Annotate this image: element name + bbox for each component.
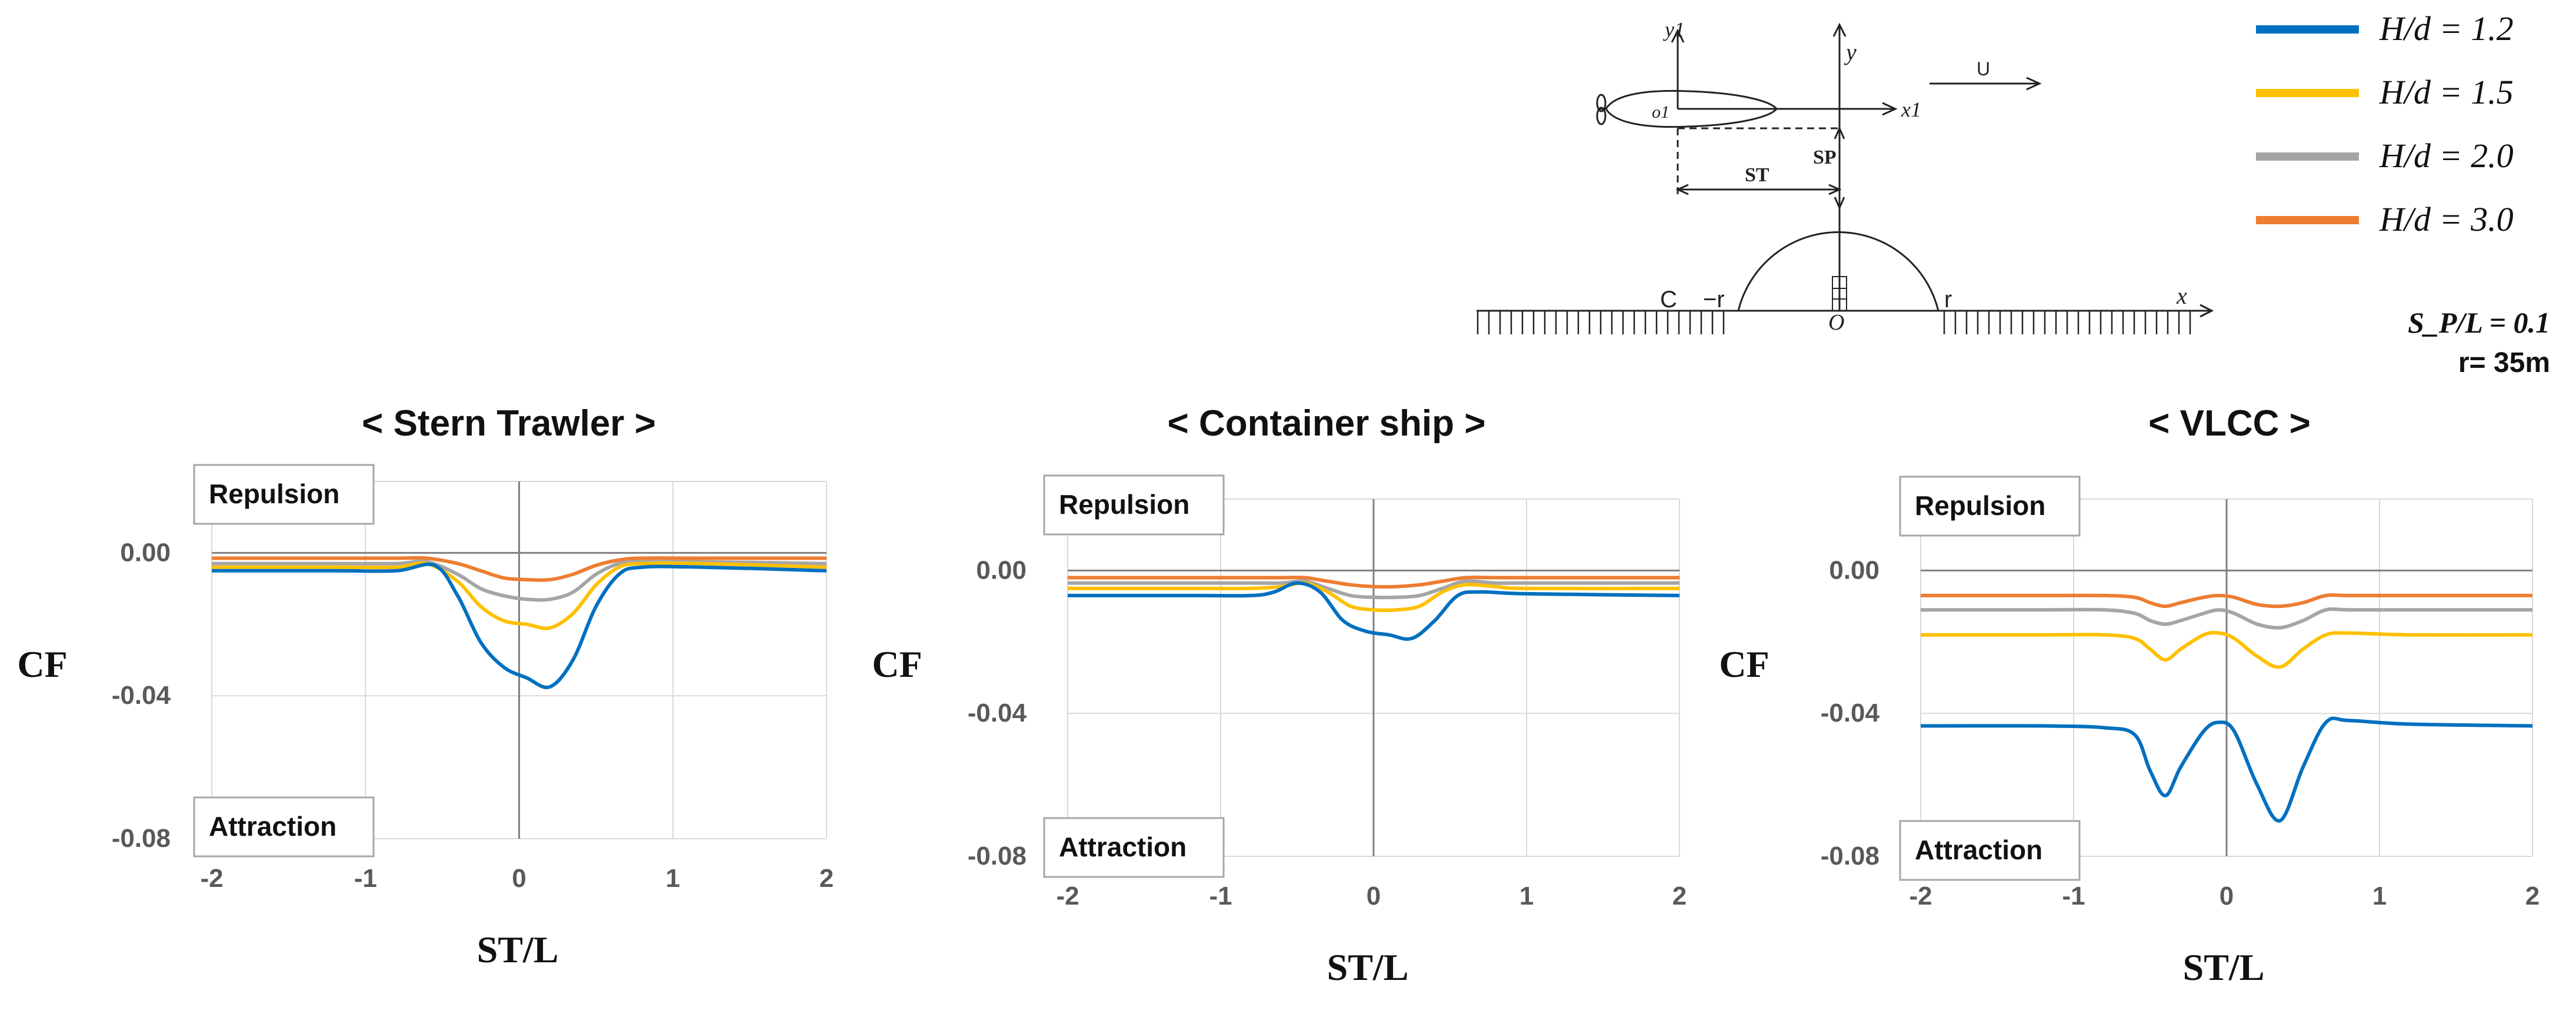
y1-axis-arrowhead bbox=[1671, 28, 1685, 43]
origin-structure-icon bbox=[1832, 268, 1847, 311]
series-line bbox=[1068, 579, 1679, 600]
x-tick-label: 0 bbox=[2220, 882, 2234, 910]
chart-title: < Container ship > bbox=[1168, 403, 1486, 444]
radius-note: r= 35m bbox=[2458, 347, 2550, 378]
x-tick-label: 2 bbox=[2525, 882, 2540, 910]
label-c: C bbox=[1660, 287, 1677, 313]
x-tick-label: -1 bbox=[2062, 882, 2085, 910]
x-tick-label: 2 bbox=[1672, 882, 1687, 910]
x-tick-label: 2 bbox=[819, 864, 834, 893]
x-tick-label: 0 bbox=[512, 864, 526, 893]
series-line bbox=[1067, 581, 1680, 612]
series-line bbox=[212, 561, 827, 630]
y-axis-label: CF bbox=[1719, 643, 1769, 685]
x-tick-label: -1 bbox=[1209, 882, 1232, 910]
y-axis-arrowhead bbox=[1832, 22, 1847, 37]
schematic-diagram bbox=[1477, 22, 2214, 334]
hatching-right bbox=[1943, 311, 2191, 334]
y-tick-label: -0.08 bbox=[968, 842, 1027, 870]
y-tick-label: 0.00 bbox=[120, 538, 171, 567]
label-st: ST bbox=[1745, 164, 1769, 186]
x-axis-arrowhead bbox=[2200, 304, 2214, 318]
annotation-label: Repulsion bbox=[1059, 489, 1189, 520]
annotation-label: Attraction bbox=[1059, 832, 1187, 862]
label-r: r bbox=[1944, 287, 1952, 313]
y-tick-label: -0.04 bbox=[1821, 699, 1880, 727]
x-axis-label: ST/L bbox=[477, 929, 559, 971]
st-arrowhead-right bbox=[1828, 184, 1842, 195]
label-y1: y1 bbox=[1663, 18, 1685, 41]
propeller-blade-bottom bbox=[1596, 107, 1607, 125]
series-line bbox=[1921, 593, 2532, 609]
repulsion-box bbox=[1899, 476, 2081, 537]
y-axis-label: CF bbox=[17, 643, 67, 685]
hatching-left bbox=[1477, 311, 1725, 334]
x-axis-label: ST/L bbox=[2183, 946, 2265, 988]
x-tick-label: -1 bbox=[354, 864, 377, 893]
annotation-label: Repulsion bbox=[209, 478, 339, 509]
chart-panel: 0.00 -0.04 -0.08 -2 -1 0 1 2 < VLCC > CF ST/L Repul… bbox=[1719, 403, 2540, 988]
y-axis-label: CF bbox=[872, 643, 922, 685]
series-line bbox=[1068, 576, 1679, 589]
x-tick-label: 1 bbox=[1519, 882, 1534, 910]
x-tick-label: -2 bbox=[1056, 882, 1079, 910]
series-line bbox=[1068, 581, 1680, 641]
x-tick-label: 1 bbox=[666, 864, 680, 893]
label-x1: x1 bbox=[1901, 98, 1921, 121]
repulsion-box bbox=[193, 464, 375, 525]
x-axis-label: ST/L bbox=[1327, 946, 1409, 988]
annotation-label: Attraction bbox=[1915, 835, 2042, 865]
attraction-box bbox=[1899, 820, 2081, 881]
legend-label: H/d = 1.5 bbox=[2379, 73, 2514, 111]
annotation-label: Repulsion bbox=[1915, 490, 2045, 521]
label-u: U bbox=[1977, 58, 1990, 79]
y-tick-label: -0.04 bbox=[968, 699, 1027, 727]
label-o1: o1 bbox=[1652, 102, 1669, 122]
chart-title: < Stern Trawler > bbox=[362, 403, 656, 444]
legend-label: H/d = 2.0 bbox=[2379, 137, 2514, 175]
x-tick-label: 0 bbox=[1367, 882, 1381, 910]
chart-panel: 0.00 -0.04 -0.08 -2 -1 0 1 2 < Stern Trawler > CF… bbox=[17, 403, 834, 971]
repulsion-box bbox=[1043, 474, 1225, 536]
y-tick-label: -0.08 bbox=[1821, 842, 1879, 870]
chart-title: < VLCC > bbox=[2148, 403, 2311, 444]
st-arrowhead-left bbox=[1675, 184, 1689, 195]
y-tick-label: 0.00 bbox=[1829, 556, 1879, 584]
sp-ratio-note: S_P/L = 0.1 bbox=[2408, 306, 2550, 339]
label-y: y bbox=[1844, 39, 1857, 65]
label-x: x bbox=[2176, 282, 2187, 309]
y-tick-label: 0.00 bbox=[976, 556, 1027, 584]
x-tick-label: -2 bbox=[200, 864, 223, 893]
charts-container: 0.00 -0.04 -0.08 -2 -1 0 1 2 < Stern Trawler > CF… bbox=[17, 403, 2540, 988]
label-origin: O bbox=[1828, 310, 1844, 335]
series-line bbox=[212, 562, 827, 690]
sp-arrowhead-top bbox=[1834, 126, 1845, 139]
legend-label: H/d = 1.2 bbox=[2379, 9, 2514, 48]
series-line bbox=[1920, 716, 2533, 823]
x-tick-label: 1 bbox=[2372, 882, 2387, 910]
x-tick-label: -2 bbox=[1909, 882, 1932, 910]
series-line bbox=[1921, 607, 2532, 630]
y-tick-label: -0.04 bbox=[112, 681, 171, 710]
chart-panel: 0.00 -0.04 -0.08 -2 -1 0 1 2 < Container ship > C… bbox=[872, 403, 1687, 988]
label-neg-r: −r bbox=[1703, 287, 1725, 313]
structure-semicircle bbox=[1737, 231, 1940, 311]
legend-label: H/d = 3.0 bbox=[2379, 200, 2514, 238]
label-sp: SP bbox=[1813, 147, 1837, 168]
annotation-label: Attraction bbox=[209, 811, 336, 842]
sp-arrowhead-bottom bbox=[1834, 197, 1845, 210]
propeller-blade-top bbox=[1596, 94, 1607, 112]
y-tick-label: -0.08 bbox=[112, 824, 171, 853]
u-arrowhead bbox=[2026, 77, 2042, 91]
series-line bbox=[1921, 630, 2533, 669]
x1-axis-arrowhead bbox=[1882, 102, 1898, 116]
legend: H/d = 1.2H/d = 1.5H/d = 2.0H/d = 3.0 bbox=[2256, 9, 2514, 238]
series-line bbox=[212, 556, 827, 582]
attraction-box bbox=[1043, 817, 1225, 878]
attraction-box bbox=[193, 796, 375, 858]
